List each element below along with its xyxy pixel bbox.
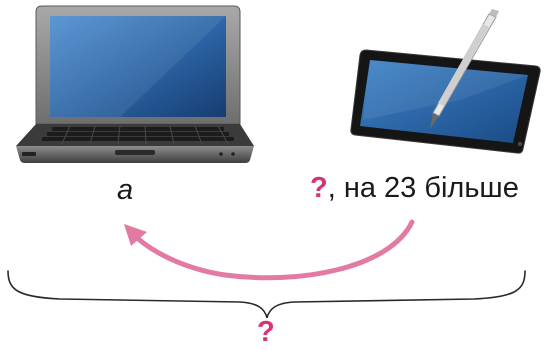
tablet-with-stylus-icon [350, 9, 541, 154]
total-brace [7, 270, 526, 319]
laptop-keyboard [42, 127, 234, 141]
tablet-count-label: ?, на 23 більше [310, 172, 519, 205]
total-unknown-mark: ? [257, 316, 275, 348]
tablet-unknown-mark: ? [310, 172, 328, 204]
comparison-arrow [124, 219, 415, 281]
laptop-icon [16, 5, 254, 163]
laptop-screen [50, 16, 226, 117]
stylus-icon [430, 9, 499, 129]
tablet-comparison-text: , на 23 більше [327, 172, 519, 204]
tablet-home-button [517, 141, 523, 147]
laptop-count-label: a [117, 174, 134, 206]
